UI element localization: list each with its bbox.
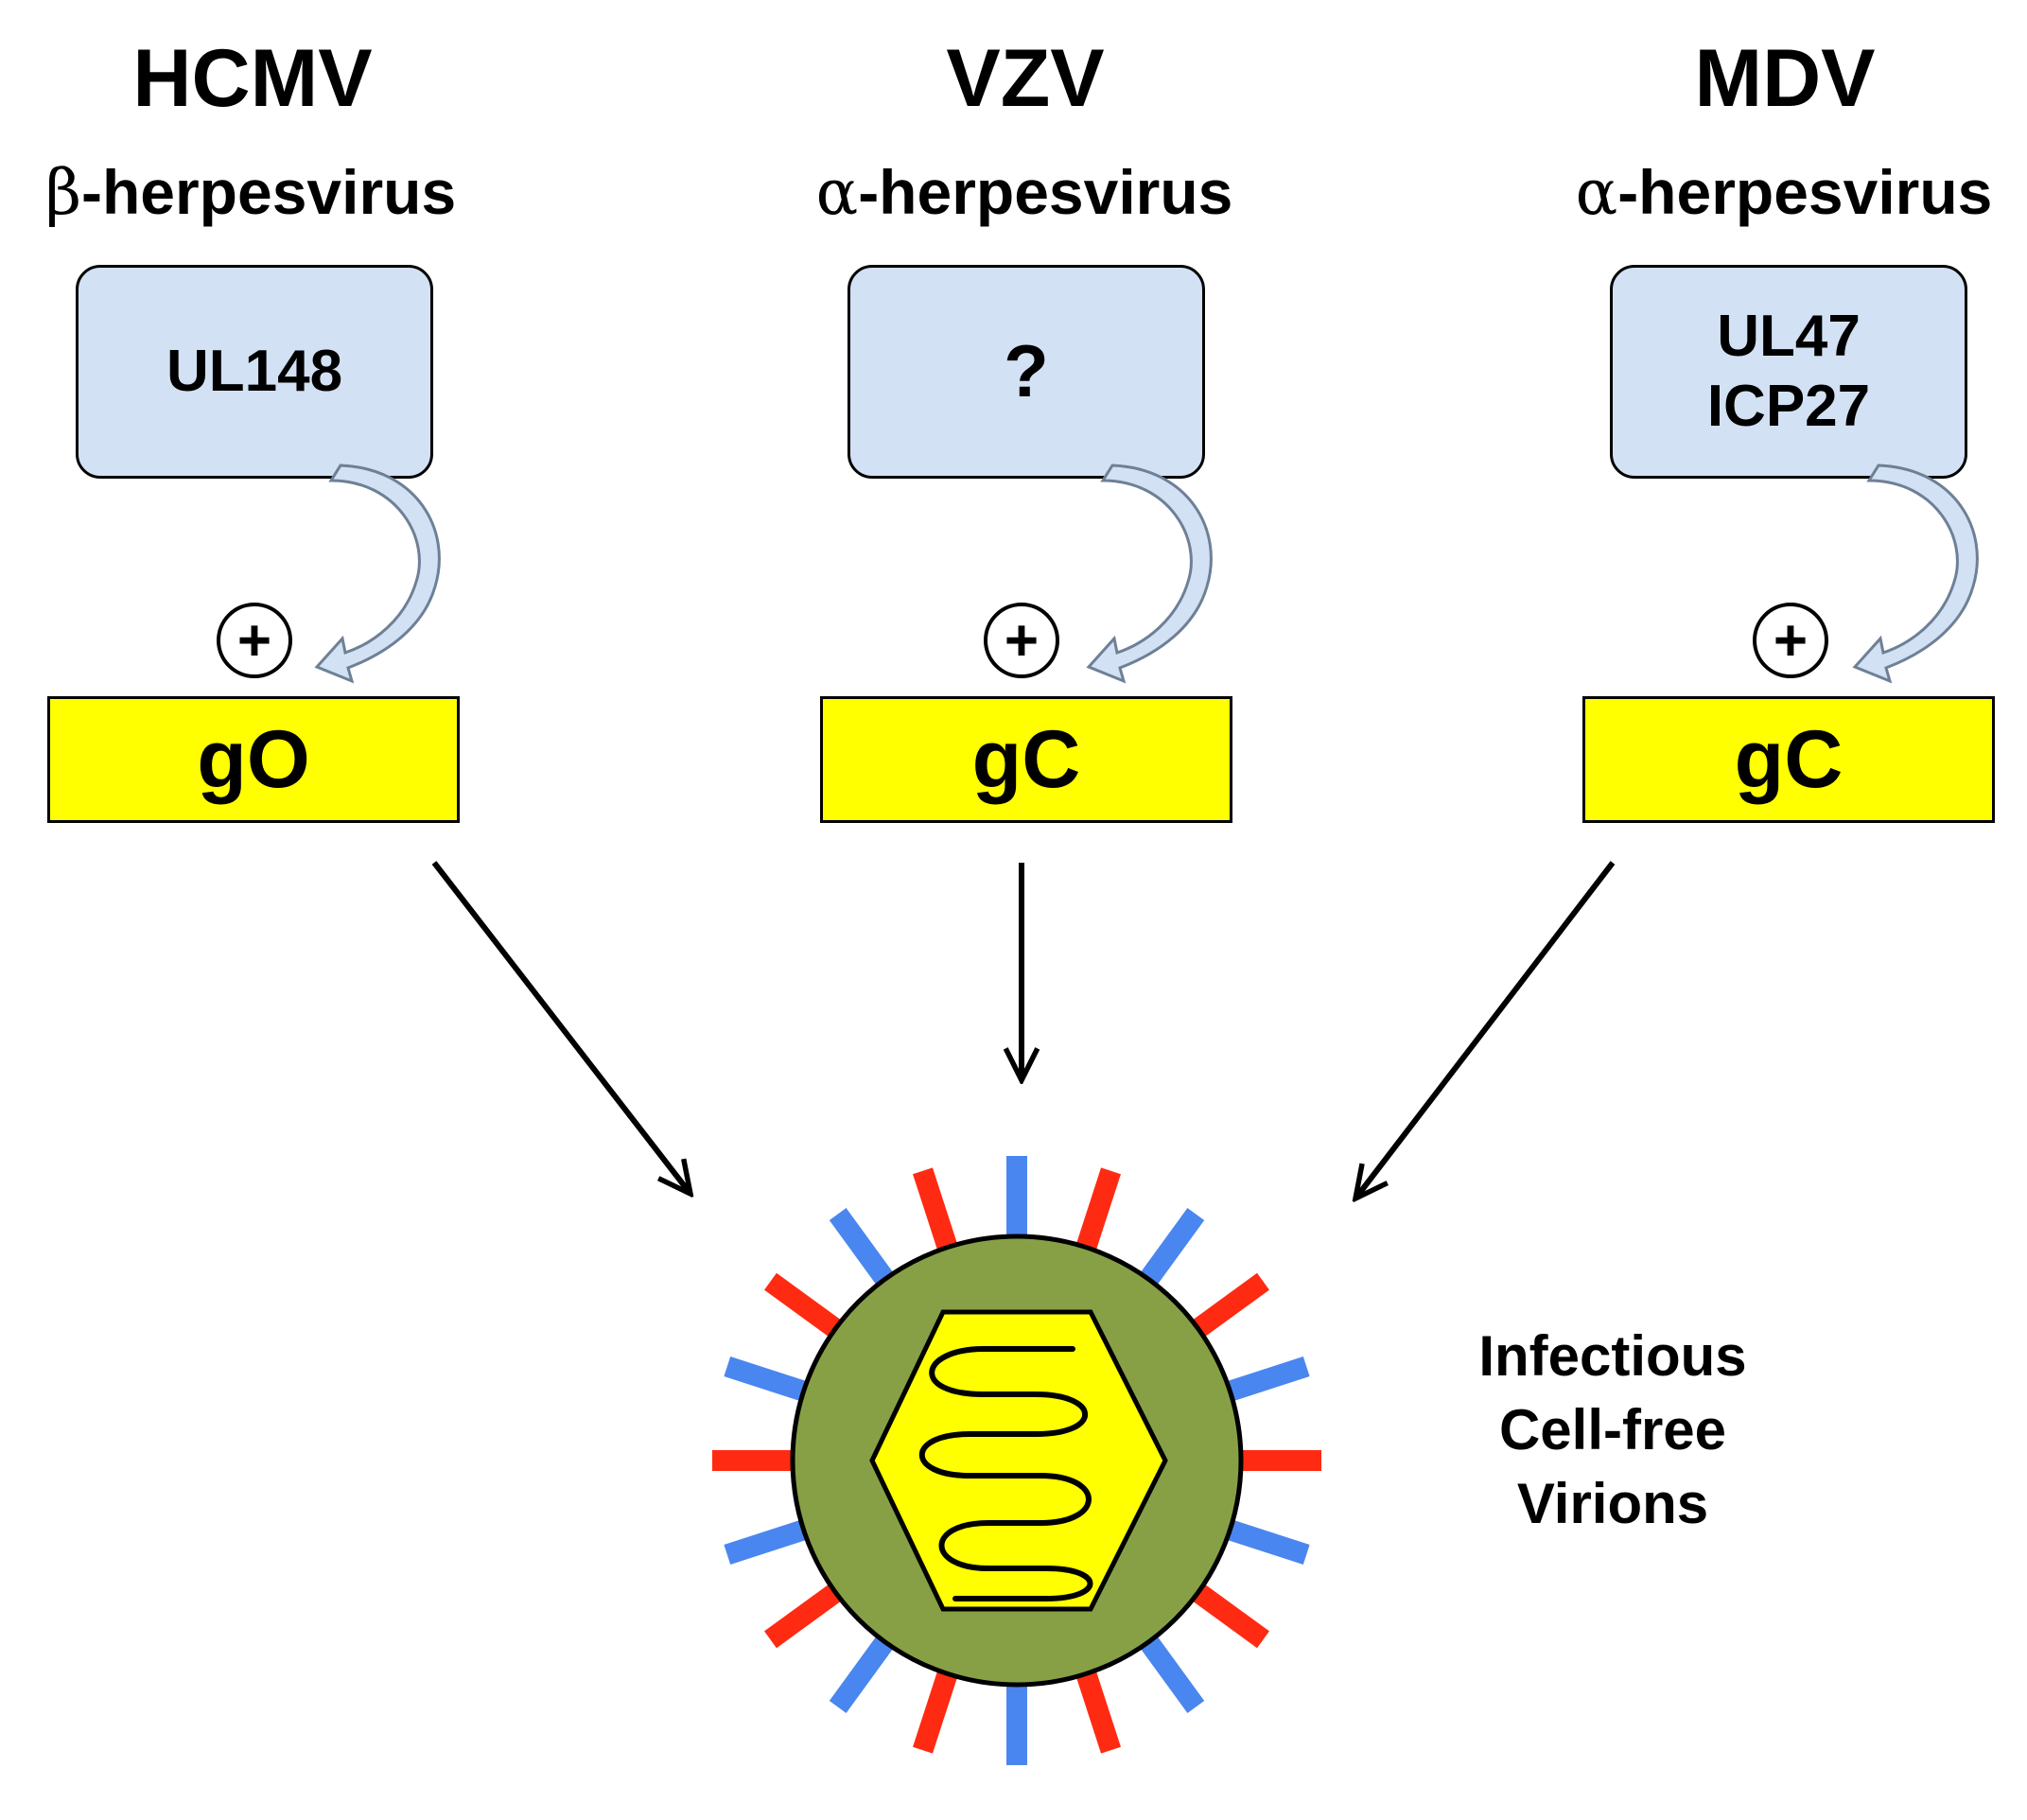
arrow-mdv-to-virion xyxy=(1355,861,1616,1199)
regulator-box-vzv: ? xyxy=(847,265,1205,479)
regulator-label: UL47 xyxy=(1717,303,1861,369)
spike xyxy=(829,1629,899,1713)
curved-arrow-vzv xyxy=(1086,464,1213,684)
curved-arrow-hcmv xyxy=(314,464,441,684)
regulator-box-hcmv: UL148 xyxy=(76,265,433,479)
outcome-line: Infectious xyxy=(1478,1324,1747,1388)
plus-icon-hcmv: + xyxy=(217,603,292,678)
glycoprotein-box-hcmv: gO xyxy=(47,696,460,823)
outcome-label: Infectious Cell-free Virions xyxy=(1419,1320,1807,1541)
spike xyxy=(1135,1208,1205,1292)
spike xyxy=(724,1517,815,1565)
spike xyxy=(764,1579,848,1649)
spike xyxy=(1185,1579,1269,1649)
virus-class-hcmv: β-herpesvirus xyxy=(0,161,553,224)
class-suffix: -herpesvirus xyxy=(858,157,1233,227)
curved-arrow-mdv xyxy=(1852,464,1979,684)
spike xyxy=(829,1208,899,1292)
virion-illustration xyxy=(712,1156,1321,1765)
class-suffix: -herpesvirus xyxy=(80,157,457,227)
virus-class-mdv: α-herpesvirus xyxy=(1481,161,2027,224)
virus-name-hcmv: HCMV xyxy=(132,33,373,124)
outcome-line: Virions xyxy=(1516,1472,1709,1535)
spike xyxy=(1185,1272,1269,1342)
outcome-line: Cell-free xyxy=(1498,1398,1727,1461)
regulator-box-mdv: UL47 ICP27 xyxy=(1610,265,1967,479)
glycoprotein-spikes xyxy=(712,1156,1321,1765)
regulator-label: ICP27 xyxy=(1706,374,1871,439)
plus-symbol: + xyxy=(1774,608,1808,674)
viral-genome xyxy=(918,1346,1093,1601)
virus-name-mdv: MDV xyxy=(1694,33,1876,124)
spike xyxy=(764,1272,848,1342)
regulator-label: ? xyxy=(1004,329,1049,413)
virus-name-vzv: VZV xyxy=(946,33,1105,124)
spike xyxy=(913,1662,960,1754)
spike xyxy=(1218,1356,1310,1404)
regulator-label: UL148 xyxy=(166,338,343,404)
glycoprotein-box-mdv: gC xyxy=(1582,696,1995,823)
spike xyxy=(913,1167,960,1259)
glycoprotein-box-vzv: gC xyxy=(820,696,1232,823)
plus-icon-vzv: + xyxy=(984,603,1059,678)
spike xyxy=(1218,1517,1310,1565)
plus-symbol: + xyxy=(237,608,271,674)
spike xyxy=(1074,1167,1121,1259)
spike xyxy=(724,1356,815,1404)
greek-letter: α xyxy=(815,156,859,229)
spike xyxy=(1074,1662,1121,1754)
plus-icon-mdv: + xyxy=(1753,603,1828,678)
class-suffix: -herpesvirus xyxy=(1617,157,1993,227)
spike xyxy=(1135,1629,1205,1713)
plus-symbol: + xyxy=(1005,608,1039,674)
arrow-hcmv-to-virion xyxy=(431,861,690,1194)
virus-class-vzv: α-herpesvirus xyxy=(722,161,1327,224)
greek-letter: α xyxy=(1575,156,1618,229)
greek-letter: β xyxy=(44,156,81,229)
